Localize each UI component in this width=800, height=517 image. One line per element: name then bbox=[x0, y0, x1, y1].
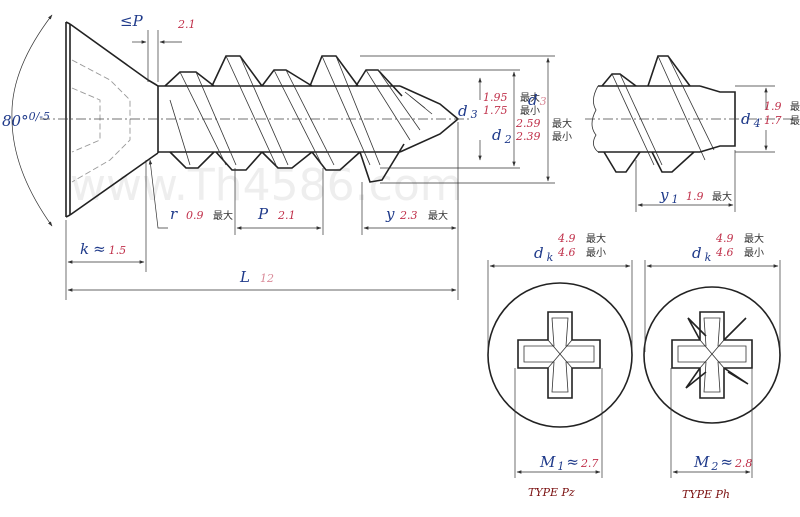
dk-pz-max-tag: 最大 bbox=[586, 232, 606, 245]
head-angle-dimension: 80°0/-5 bbox=[2, 14, 53, 227]
k-label: k≈1.5 bbox=[80, 240, 126, 258]
dk-pz-max: 4.9 bbox=[557, 232, 576, 245]
length-value: 12 bbox=[260, 272, 274, 285]
head-angle-value: 80° bbox=[2, 112, 29, 130]
type-ph-title: TYPE Ph bbox=[682, 488, 730, 501]
thread-crests bbox=[164, 55, 421, 183]
r-tag: 最大 bbox=[213, 209, 233, 222]
y-value: 2.3 bbox=[399, 209, 418, 222]
dk-pz-min: 4.6 bbox=[557, 246, 576, 259]
d4-dimension: d4 1.9 1.7 最大 最小 bbox=[735, 85, 800, 153]
d4-max: 1.9 bbox=[764, 100, 782, 113]
pitch-value: 2.1 bbox=[277, 209, 296, 222]
r-symbol: r bbox=[170, 205, 178, 223]
y-dimension: y 2.3 最大 bbox=[361, 122, 459, 300]
dk-ph-max-tag: 最大 bbox=[744, 232, 764, 245]
length-dimension: L 12 bbox=[67, 268, 457, 292]
d3-max: 1.95 bbox=[483, 91, 508, 104]
d3-min: 1.75 bbox=[483, 104, 508, 117]
pitch-symbol: P bbox=[257, 205, 269, 223]
r-dimension: r 0.9 最大 bbox=[145, 159, 233, 272]
k-dimension: k≈1.5 bbox=[65, 220, 145, 300]
d2-max: 2.59 bbox=[515, 117, 541, 130]
dk-ph-min: 4.6 bbox=[715, 246, 734, 259]
d3-min-tag: 最小 bbox=[520, 105, 540, 117]
y-symbol: y bbox=[385, 205, 395, 223]
max-p-value: 2.1 bbox=[177, 18, 196, 31]
y1-value: 1.9 bbox=[686, 190, 704, 203]
d3-max-tag: 最大 bbox=[520, 91, 540, 104]
dk-ph-min-tag: 最小 bbox=[744, 247, 764, 259]
d2-min-tag: 最小 bbox=[552, 131, 572, 143]
d4-min-tag: 最小 bbox=[790, 115, 800, 127]
thread-detail-view bbox=[585, 55, 795, 173]
head-angle-tolerance: 0/-5 bbox=[29, 110, 50, 123]
pitch-dimension: P 2.1 bbox=[234, 168, 324, 235]
dk-pz-min-tag: 最小 bbox=[586, 247, 606, 259]
length-symbol: L bbox=[239, 268, 250, 286]
d2-max-tag: 最大 bbox=[552, 117, 572, 130]
r-value: 0.9 bbox=[186, 209, 204, 222]
max-p-label: ≤P bbox=[120, 12, 144, 30]
type-pz-title: TYPE Pz bbox=[528, 486, 575, 499]
dk-ph-max: 4.9 bbox=[715, 232, 734, 245]
y-tag: 最大 bbox=[428, 209, 448, 222]
screw-head bbox=[65, 21, 159, 218]
y1-tag: 最大 bbox=[712, 190, 732, 203]
d2-min: 2.39 bbox=[515, 130, 541, 143]
head-angle-label: 80°0/-5 bbox=[2, 110, 50, 130]
max-p-dimension: ≤P 2.1 bbox=[120, 12, 196, 82]
d4-min: 1.7 bbox=[764, 114, 782, 127]
d4-max-tag: 最大 bbox=[790, 100, 800, 113]
